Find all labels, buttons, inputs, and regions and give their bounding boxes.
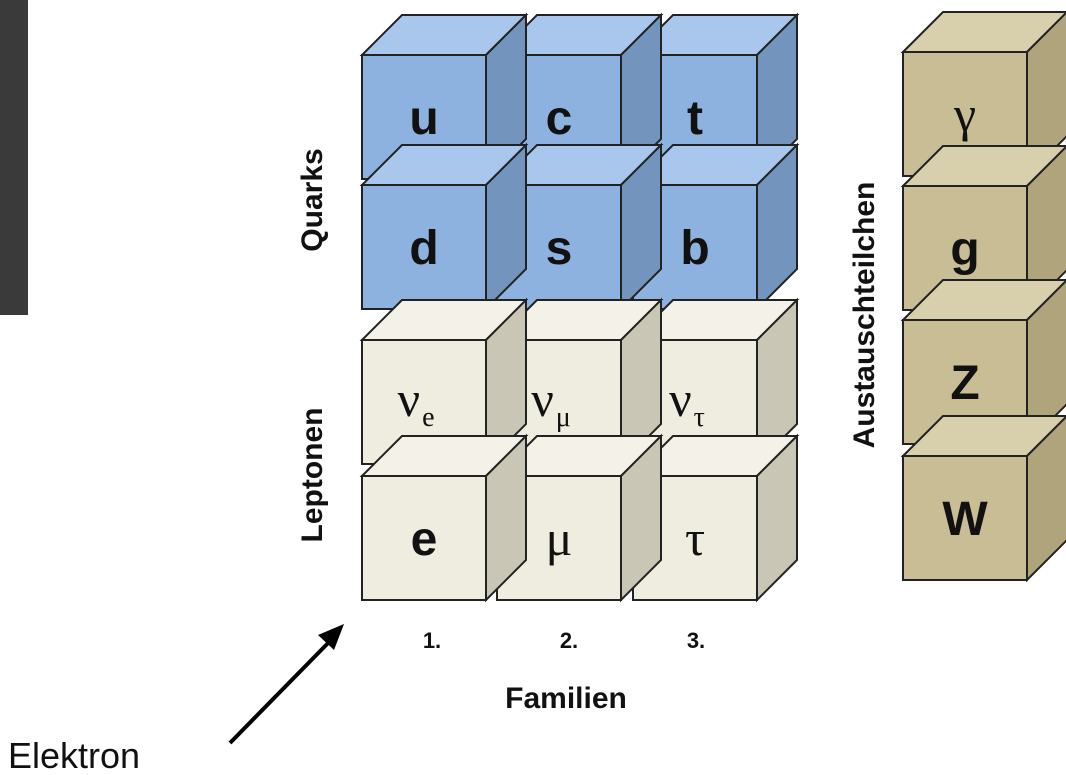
neutrino-symbol: ντ (669, 371, 705, 433)
neutrino-symbol: νμ (531, 371, 571, 433)
cube-front-face (361, 184, 487, 310)
photo-fragment (0, 0, 28, 315)
boson-symbol: g (950, 223, 979, 276)
boson-cube: W (900, 415, 1066, 583)
neutrino-nu: ν (531, 371, 554, 427)
quark-symbol: s (546, 222, 573, 275)
family-number-1: 1. (423, 628, 441, 653)
boson-cubes: γ gZ W (900, 11, 1066, 583)
quark-symbol: b (680, 222, 709, 275)
neutrino-subscript: μ (556, 402, 571, 433)
electron-arrow (228, 624, 344, 745)
boson-symbol: W (942, 493, 988, 546)
boson-symbol: Z (950, 357, 979, 410)
quark-symbol: t (687, 92, 703, 145)
family-number-3: 3. (687, 628, 705, 653)
lepton-symbol: τ (685, 510, 705, 566)
quark-cube: d (359, 142, 529, 312)
lepton-cube: e (359, 433, 529, 603)
cube-front-face (361, 475, 487, 601)
cube-front-face (902, 455, 1028, 581)
bosons-label: Austauschteilchen (848, 182, 881, 449)
neutrino-nu: ν (669, 371, 692, 427)
families-axis-label: Familien (505, 682, 627, 715)
boson-cube: g (900, 145, 1066, 313)
quark-cube: s (494, 142, 664, 312)
neutrino-subscript: τ (694, 402, 705, 433)
quark-symbol: c (546, 92, 573, 145)
quark-symbol: d (409, 222, 438, 275)
neutrino-subscript: e (422, 402, 434, 433)
neutrino-nu: ν (397, 371, 420, 427)
lepton-symbol: e (411, 513, 438, 566)
electron-annotation: Elektron (8, 735, 140, 775)
boson-symbol: γ (953, 86, 976, 142)
lepton-symbol: μ (546, 510, 573, 566)
neutrino-symbol: νe (397, 371, 434, 433)
family-number-2: 2. (560, 628, 578, 653)
quark-symbol: u (409, 92, 438, 145)
quarks-label: Quarks (296, 148, 329, 251)
leptons-label: Leptonen (296, 408, 329, 543)
